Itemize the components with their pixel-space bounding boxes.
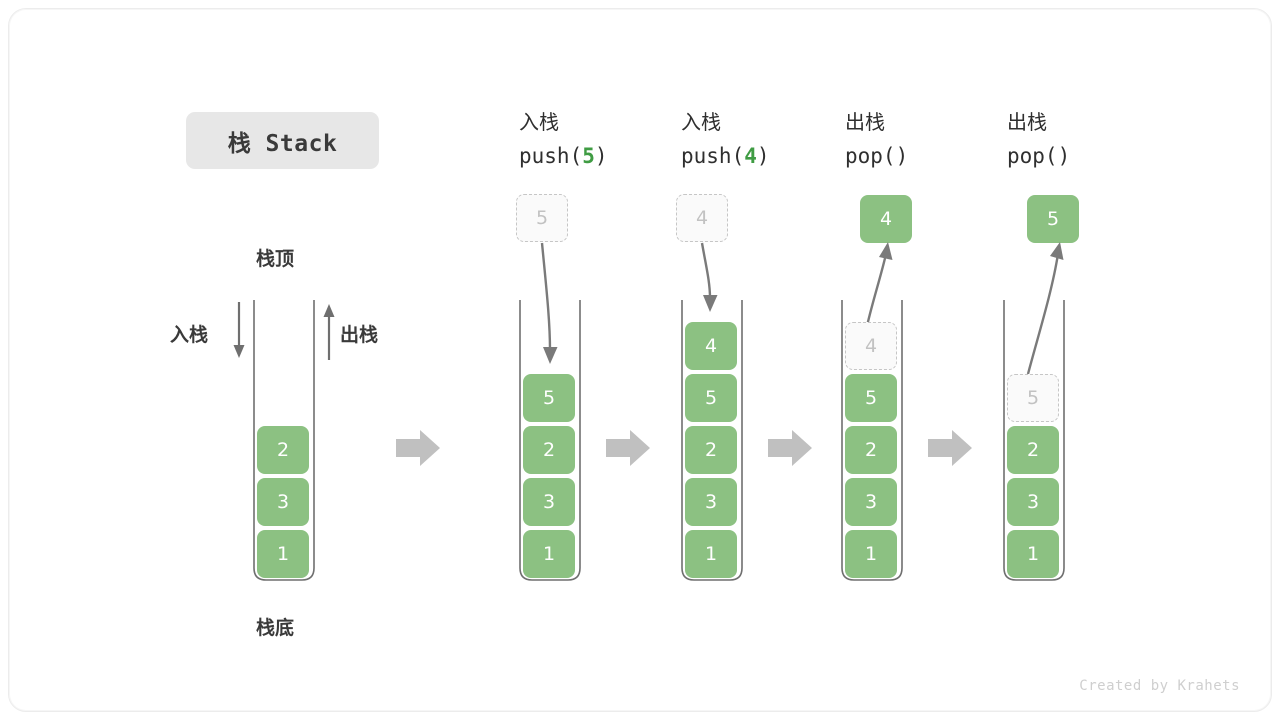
panel-3-code: pop() xyxy=(845,144,909,168)
panel-1-heading: 入栈 push(5) xyxy=(519,105,608,173)
stack-cell: 5 xyxy=(523,374,575,422)
stack-cell: 2 xyxy=(685,426,737,474)
stack-top-label: 栈顶 xyxy=(256,248,295,270)
step-arrow-3 xyxy=(768,430,812,466)
stack-cell: 3 xyxy=(845,478,897,526)
panel-1-motion-arrow xyxy=(540,242,558,364)
stack-cell: 3 xyxy=(523,478,575,526)
stack-cell: 5 xyxy=(845,374,897,422)
panel-4-op-label: 出栈 xyxy=(1007,110,1047,134)
panel-3-moving-cell: 4 xyxy=(860,195,912,243)
stack-tube xyxy=(519,300,581,582)
step-arrow-1 xyxy=(396,430,440,466)
stack-cell: 3 xyxy=(257,478,309,526)
stack-cell: 2 xyxy=(1007,426,1059,474)
stack-cell: 1 xyxy=(1007,530,1059,578)
stack-tube xyxy=(841,300,903,582)
stack-cell-ghost: 5 xyxy=(1007,374,1059,422)
panel-2-op-label: 入栈 xyxy=(681,110,721,134)
panel-1-moving-cell: 5 xyxy=(516,194,568,242)
step-arrow-2 xyxy=(606,430,650,466)
stack-bottom-label: 栈底 xyxy=(256,617,295,639)
stack-tube xyxy=(681,300,743,582)
stack-cell: 1 xyxy=(523,530,575,578)
panel-3-heading: 出栈 pop() xyxy=(845,105,908,173)
stack-tube-outline xyxy=(841,300,903,581)
stack-tube-outline xyxy=(519,300,581,581)
stack-cell: 5 xyxy=(685,374,737,422)
stack-cell: 3 xyxy=(685,478,737,526)
panel-2-moving-cell: 4 xyxy=(676,194,728,242)
panel-2-heading: 入栈 push(4) xyxy=(681,105,770,173)
stack-cell: 4 xyxy=(685,322,737,370)
stack-tube xyxy=(1003,300,1065,582)
stack-cell: 1 xyxy=(685,530,737,578)
stack-cell: 1 xyxy=(845,530,897,578)
panel-4-heading: 出栈 pop() xyxy=(1007,105,1070,173)
panel-4-moving-cell: 5 xyxy=(1027,195,1079,243)
panel-1-code: push(5) xyxy=(519,144,608,168)
stack-cell: 2 xyxy=(257,426,309,474)
panel-4-motion-arrow xyxy=(1026,242,1064,375)
panel-3-motion-arrow xyxy=(865,242,893,327)
panel-1-op-label: 入栈 xyxy=(519,110,559,134)
footer-credit: Created by Krahets xyxy=(1079,678,1240,694)
push-label: 入栈 xyxy=(170,324,209,346)
step-arrow-4 xyxy=(928,430,972,466)
panel-2-motion-arrow xyxy=(700,242,718,312)
diagram-title: 栈 Stack xyxy=(186,112,379,169)
stack-cell: 2 xyxy=(523,426,575,474)
panel-4-code: pop() xyxy=(1007,144,1071,168)
stack-tube-outline xyxy=(1003,300,1065,581)
pop-label: 出栈 xyxy=(340,324,379,346)
stack-cell-ghost: 4 xyxy=(845,322,897,370)
stack-cell: 2 xyxy=(845,426,897,474)
push-direction-arrow xyxy=(233,302,245,358)
stack-tube-outline xyxy=(253,300,315,581)
stack-cell: 3 xyxy=(1007,478,1059,526)
panel-3-op-label: 出栈 xyxy=(845,110,885,134)
stack-cell: 1 xyxy=(257,530,309,578)
panel-2-code: push(4) xyxy=(681,144,770,168)
pop-direction-arrow xyxy=(323,304,335,360)
stack-tube-outline xyxy=(681,300,743,581)
stack-tube xyxy=(253,300,315,582)
